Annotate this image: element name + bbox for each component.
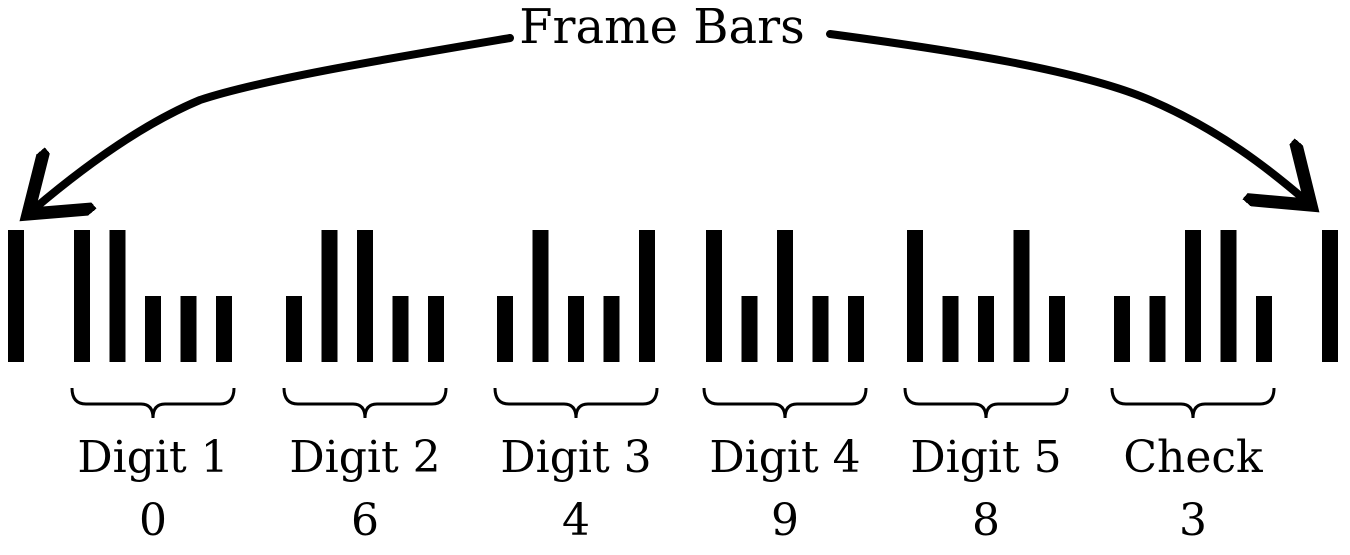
group-6-bar-5-half <box>1256 296 1272 362</box>
group-2-bar-1-half <box>286 296 302 362</box>
group-3-bar-5-full <box>639 230 655 362</box>
group-braces <box>70 387 1276 419</box>
group-3-bar-1-half <box>497 296 513 362</box>
group-1-value: 0 <box>139 495 167 546</box>
group-2-bar-3-full <box>357 230 373 362</box>
group-5-value: 8 <box>972 495 1000 546</box>
title-frame-bars: Frame Bars <box>519 0 805 55</box>
group-3-value: 4 <box>562 495 590 546</box>
brace-2 <box>282 387 448 419</box>
group-2-bar-4-half <box>392 296 409 362</box>
group-4-bar-2-half <box>741 296 758 362</box>
group-1-label: Digit 1 <box>77 432 228 483</box>
brace-5 <box>903 387 1069 419</box>
group-6-value: 3 <box>1179 495 1207 546</box>
group-labels: Digit 1 0 Digit 2 6 Digit 3 4 Digit 4 9 Digit 5 8… <box>77 432 1263 546</box>
brace-1 <box>70 387 236 419</box>
group-3-bar-3-half <box>568 296 584 362</box>
group-4-bar-3-full <box>777 230 793 362</box>
group-5-bar-1-full <box>907 230 923 362</box>
barcode-bars <box>8 230 1338 362</box>
group-3-label: Digit 3 <box>500 432 651 483</box>
group-6-label: Check <box>1123 432 1263 483</box>
brace-4 <box>702 387 868 419</box>
brace-3 <box>493 387 659 419</box>
group-2-bar-5-half <box>428 296 444 362</box>
group-1-bar-5-half <box>216 296 232 362</box>
group-6-bar-1-half <box>1114 296 1130 362</box>
group-5-bar-5-half <box>1049 296 1065 362</box>
group-5-bar-3-half <box>978 296 994 362</box>
group-6-bar-2-half <box>1149 296 1166 362</box>
group-1-bar-2-full <box>109 230 126 362</box>
group-2-bar-2-full <box>321 230 338 362</box>
group-5-label: Digit 5 <box>910 432 1061 483</box>
arrow-to-start-frame-bar <box>34 34 514 209</box>
end-frame-bar <box>1322 230 1338 362</box>
group-4-bar-1-full <box>706 230 722 362</box>
group-2-value: 6 <box>351 495 379 546</box>
group-1-bar-1-full <box>74 230 90 362</box>
group-1-bar-4-half <box>180 296 197 362</box>
group-2-label: Digit 2 <box>289 432 440 483</box>
start-frame-bar <box>8 230 24 362</box>
group-4-bar-5-half <box>848 296 864 362</box>
group-3-bar-2-full <box>532 230 549 362</box>
group-4-bar-4-half <box>812 296 829 362</box>
arrow-to-end-frame-bar <box>826 30 1305 200</box>
group-4-value: 9 <box>771 495 799 546</box>
group-4-label: Digit 4 <box>709 432 860 483</box>
group-5-bar-4-full <box>1013 230 1030 362</box>
group-6-bar-3-full <box>1185 230 1201 362</box>
brace-6 <box>1110 387 1276 419</box>
group-3-bar-4-half <box>603 296 620 362</box>
group-1-bar-3-half <box>145 296 161 362</box>
group-6-bar-4-full <box>1220 230 1237 362</box>
group-5-bar-2-half <box>942 296 959 362</box>
